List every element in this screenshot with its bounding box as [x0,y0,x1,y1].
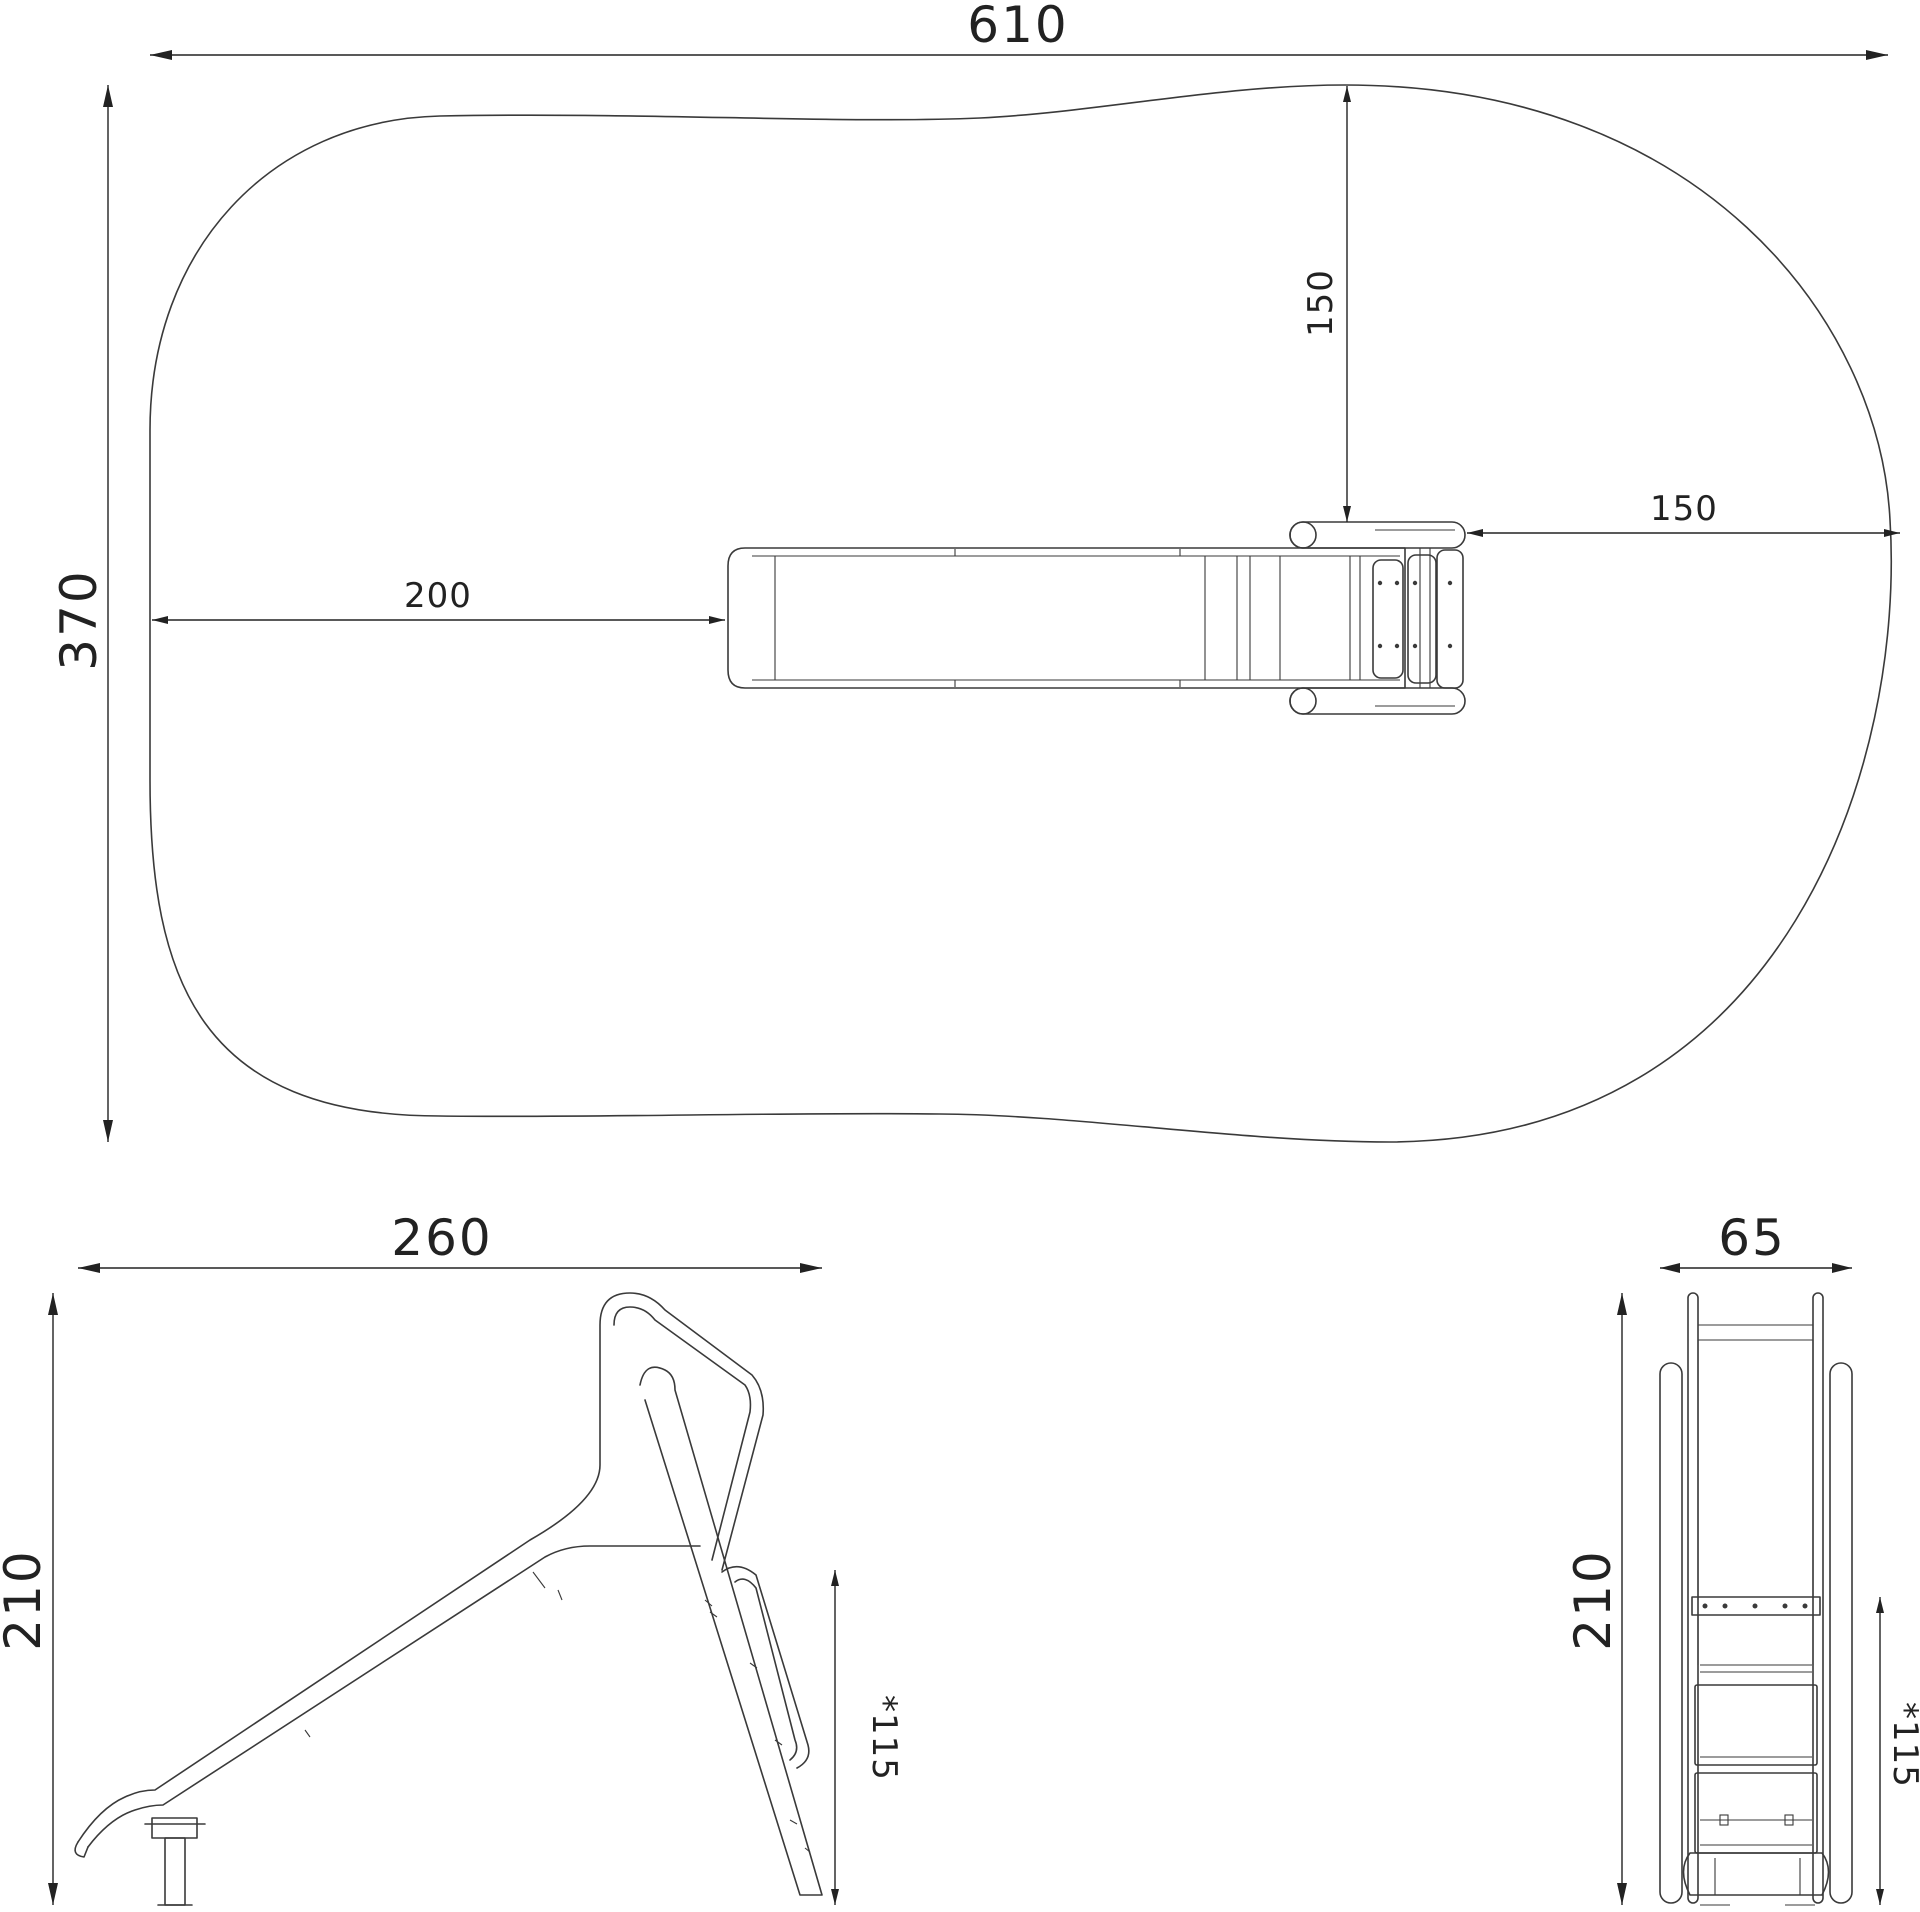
overall-depth-label: 370 [50,569,108,670]
foot-plate [151,1817,198,1839]
left-clearance-label: 200 [404,576,472,616]
front-width-label: 65 [1718,1209,1786,1267]
dim-back-clearance: 150 [1301,86,1351,522]
front-step-1 [1691,1596,1821,1616]
ladder-handrail [721,1565,810,1769]
side-length-label: 260 [391,1209,492,1267]
foot-post [164,1837,186,1906]
front-height-label: 210 [1564,1549,1622,1650]
dim-overall-width: 610 [150,0,1888,60]
ladder-step-2 [1407,554,1437,684]
dim-side-length: 260 [78,1209,822,1273]
slide-bed-inner [752,555,1400,681]
back-clearance-label: 150 [1301,269,1341,337]
front-step-2 [1694,1684,1818,1766]
ladder-stringer [639,1366,823,1896]
ladder-step-3 [1436,549,1464,689]
step-bolts [1377,580,1453,649]
front-step-3 [1694,1772,1818,1854]
top-view: 610 370 200 150 150 [50,0,1900,1143]
front-platform-label: *115 [1885,1702,1920,1788]
dim-front-height: 210 [1564,1293,1627,1905]
dim-right-clearance: 150 [1467,489,1900,537]
right-clearance-label: 150 [1650,489,1718,529]
dim-overall-depth: 370 [50,85,113,1142]
slide-ladder-rails [1349,548,1431,688]
front-left-post [1687,1292,1699,1904]
front-base [1682,1852,1830,1896]
slide-bed-top [77,1292,765,1843]
front-right-rail [1829,1362,1853,1904]
dim-side-platform: *115 [831,1570,904,1905]
dim-front-width: 65 [1660,1209,1852,1273]
handrail-top-cap [1289,521,1317,549]
slide-bed-sections [954,549,1281,687]
side-platform-label: *115 [864,1695,904,1781]
front-view: 65 210 *115 [1564,1209,1920,1906]
safety-zone-outline [149,84,1893,1143]
dim-front-platform: *115 [1876,1597,1920,1905]
ladder-step-1 [1372,559,1404,679]
dim-left-clearance: 200 [152,576,725,624]
handrail-bottom-cap [1289,687,1317,715]
slide-top [727,521,1466,715]
side-view: 260 210 *115 [0,1209,904,1906]
front-left-rail [1659,1362,1683,1904]
dim-side-height: 210 [0,1293,58,1905]
overall-width-label: 610 [967,0,1068,54]
slide-bed-bottom [87,1306,752,1848]
front-slide-face [1697,1324,1814,1600]
front-right-post [1812,1292,1824,1904]
slide-bed-outline [727,547,1406,689]
side-height-label: 210 [0,1549,52,1650]
